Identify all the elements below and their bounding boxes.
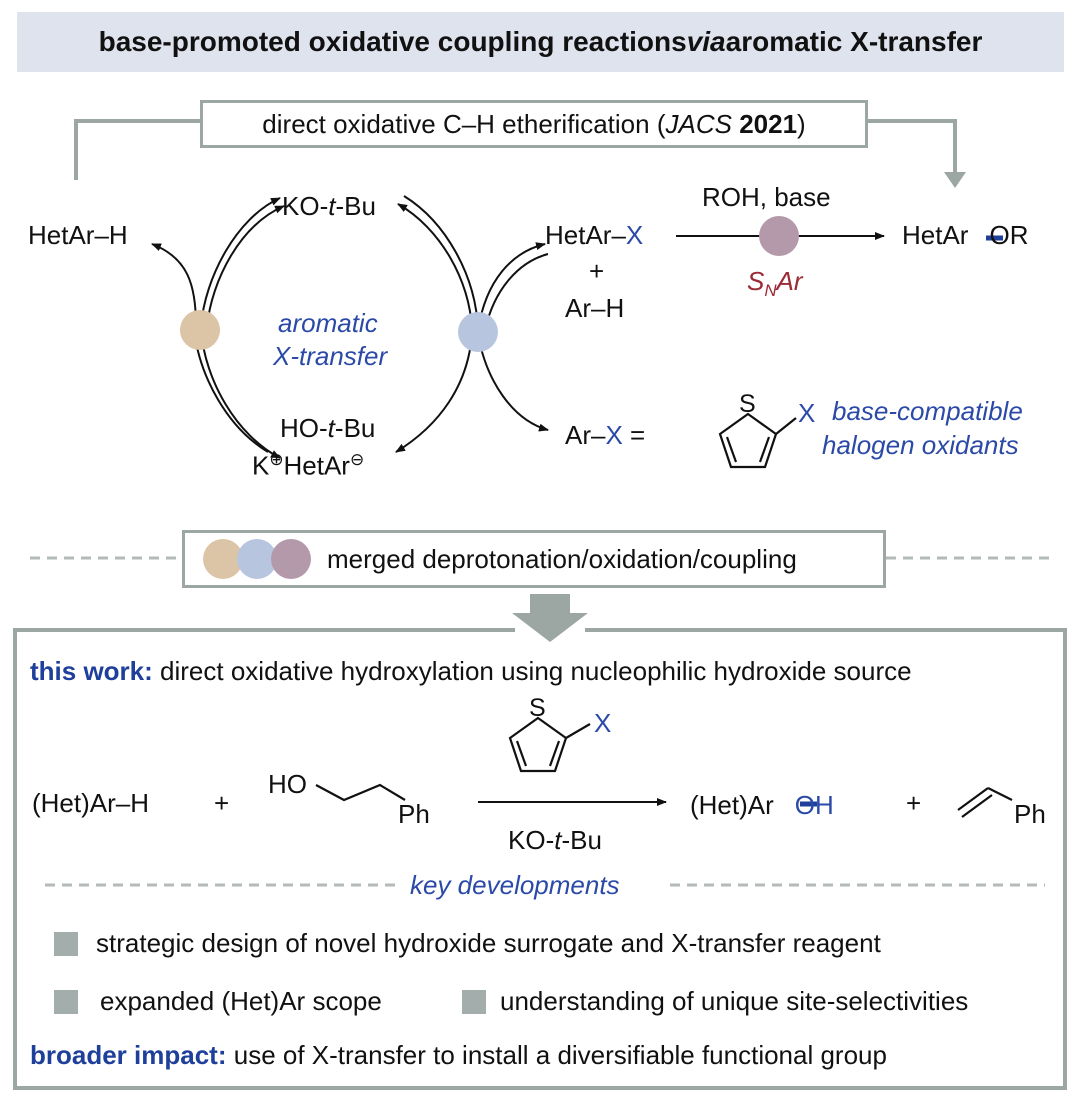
bottom-box-outline (13, 628, 1067, 1090)
alcohol-ph: Ph (398, 799, 430, 829)
thiophene-top-s: S (739, 390, 756, 418)
bullet-3: understanding of unique site-selectiviti… (500, 986, 969, 1016)
oxidant-line2: halogen oxidants (822, 430, 1019, 460)
bullet-1: strategic design of novel hydroxide surr… (96, 928, 881, 958)
oxidant-line1: base-compatible (832, 396, 1023, 426)
arx-label: Ar–X = (565, 420, 646, 450)
journal-year: 2021 (739, 108, 798, 139)
aromatic-label: aromatic (278, 308, 378, 338)
reaction-plus2: + (906, 788, 922, 818)
k-hetar-anion: K⊕HetAr⊖ (252, 450, 365, 481)
reagent-x: X (594, 708, 612, 738)
merged-circles (203, 539, 311, 579)
styrene (957, 787, 1013, 818)
title-post: aromatic X-transfer (725, 26, 983, 57)
thiophene-ring-top (718, 412, 797, 469)
etherification-close: ) (797, 108, 806, 139)
snar-label: SNAr (747, 266, 803, 301)
down-arrow (512, 594, 588, 642)
title-banner: base-promoted oxidative coupling reactio… (17, 12, 1064, 72)
styrene-ph: Ph (1014, 799, 1046, 829)
kotbu-label: KO-t-Bu (282, 191, 376, 221)
hotbu-label: HO-t-Bu (280, 413, 376, 443)
this-work-label: this work: (30, 656, 153, 686)
roh-base: ROH, base (702, 182, 831, 212)
alcohol-chain (315, 783, 406, 802)
broader-impact-text: use of X-transfer to install a diversifi… (233, 1040, 887, 1070)
circle-tan (180, 310, 220, 350)
broader-impact-label: broader impact: (30, 1040, 227, 1070)
thiophene-top-x: X (798, 398, 816, 428)
top-connector (74, 119, 957, 180)
circle-blue (458, 312, 498, 352)
hetar-x: HetAr–X (545, 220, 644, 250)
x-transfer-label: X-transfer (273, 341, 388, 371)
reaction-plus1: + (214, 788, 230, 818)
bullet-square-1 (54, 932, 78, 956)
circle-purple-snar (759, 216, 799, 256)
merged-text: merged deprotonation/oxidation/coupling (327, 543, 797, 574)
reagent-s: S (529, 694, 546, 722)
top-connector-arrowhead (944, 172, 966, 188)
reactant-hetar-h: (Het)Ar–H (32, 788, 150, 818)
title-pre: base-promoted oxidative coupling reactio… (98, 26, 687, 57)
right-plus: + (589, 256, 605, 286)
journal-name: JACS (665, 108, 732, 139)
bullet-square-3 (462, 990, 486, 1014)
etherification-box: direct oxidative C–H etherification (JAC… (200, 100, 868, 148)
title-via: via (686, 26, 726, 57)
this-work-text: direct oxidative hydroxylation using nuc… (160, 656, 912, 686)
thiophene-ring-bottom (508, 716, 591, 773)
etherification-text: direct oxidative C–H etherification ( (262, 108, 666, 139)
base-kotbu: KO-t-Bu (508, 825, 602, 855)
bullet-square-2 (54, 990, 78, 1014)
ar-h: Ar–H (565, 293, 625, 323)
merged-box: merged deprotonation/oxidation/coupling (182, 530, 886, 588)
bullet-2: expanded (Het)Ar scope (100, 986, 382, 1016)
hetar-h: HetAr–H (28, 220, 128, 250)
key-developments: key developments (410, 870, 620, 900)
broader-impact-line: broader impact: use of X-transfer to ins… (30, 1042, 887, 1068)
alcohol-ho: HO (268, 769, 307, 799)
this-work-line: this work: direct oxidative hydroxylatio… (30, 658, 912, 684)
